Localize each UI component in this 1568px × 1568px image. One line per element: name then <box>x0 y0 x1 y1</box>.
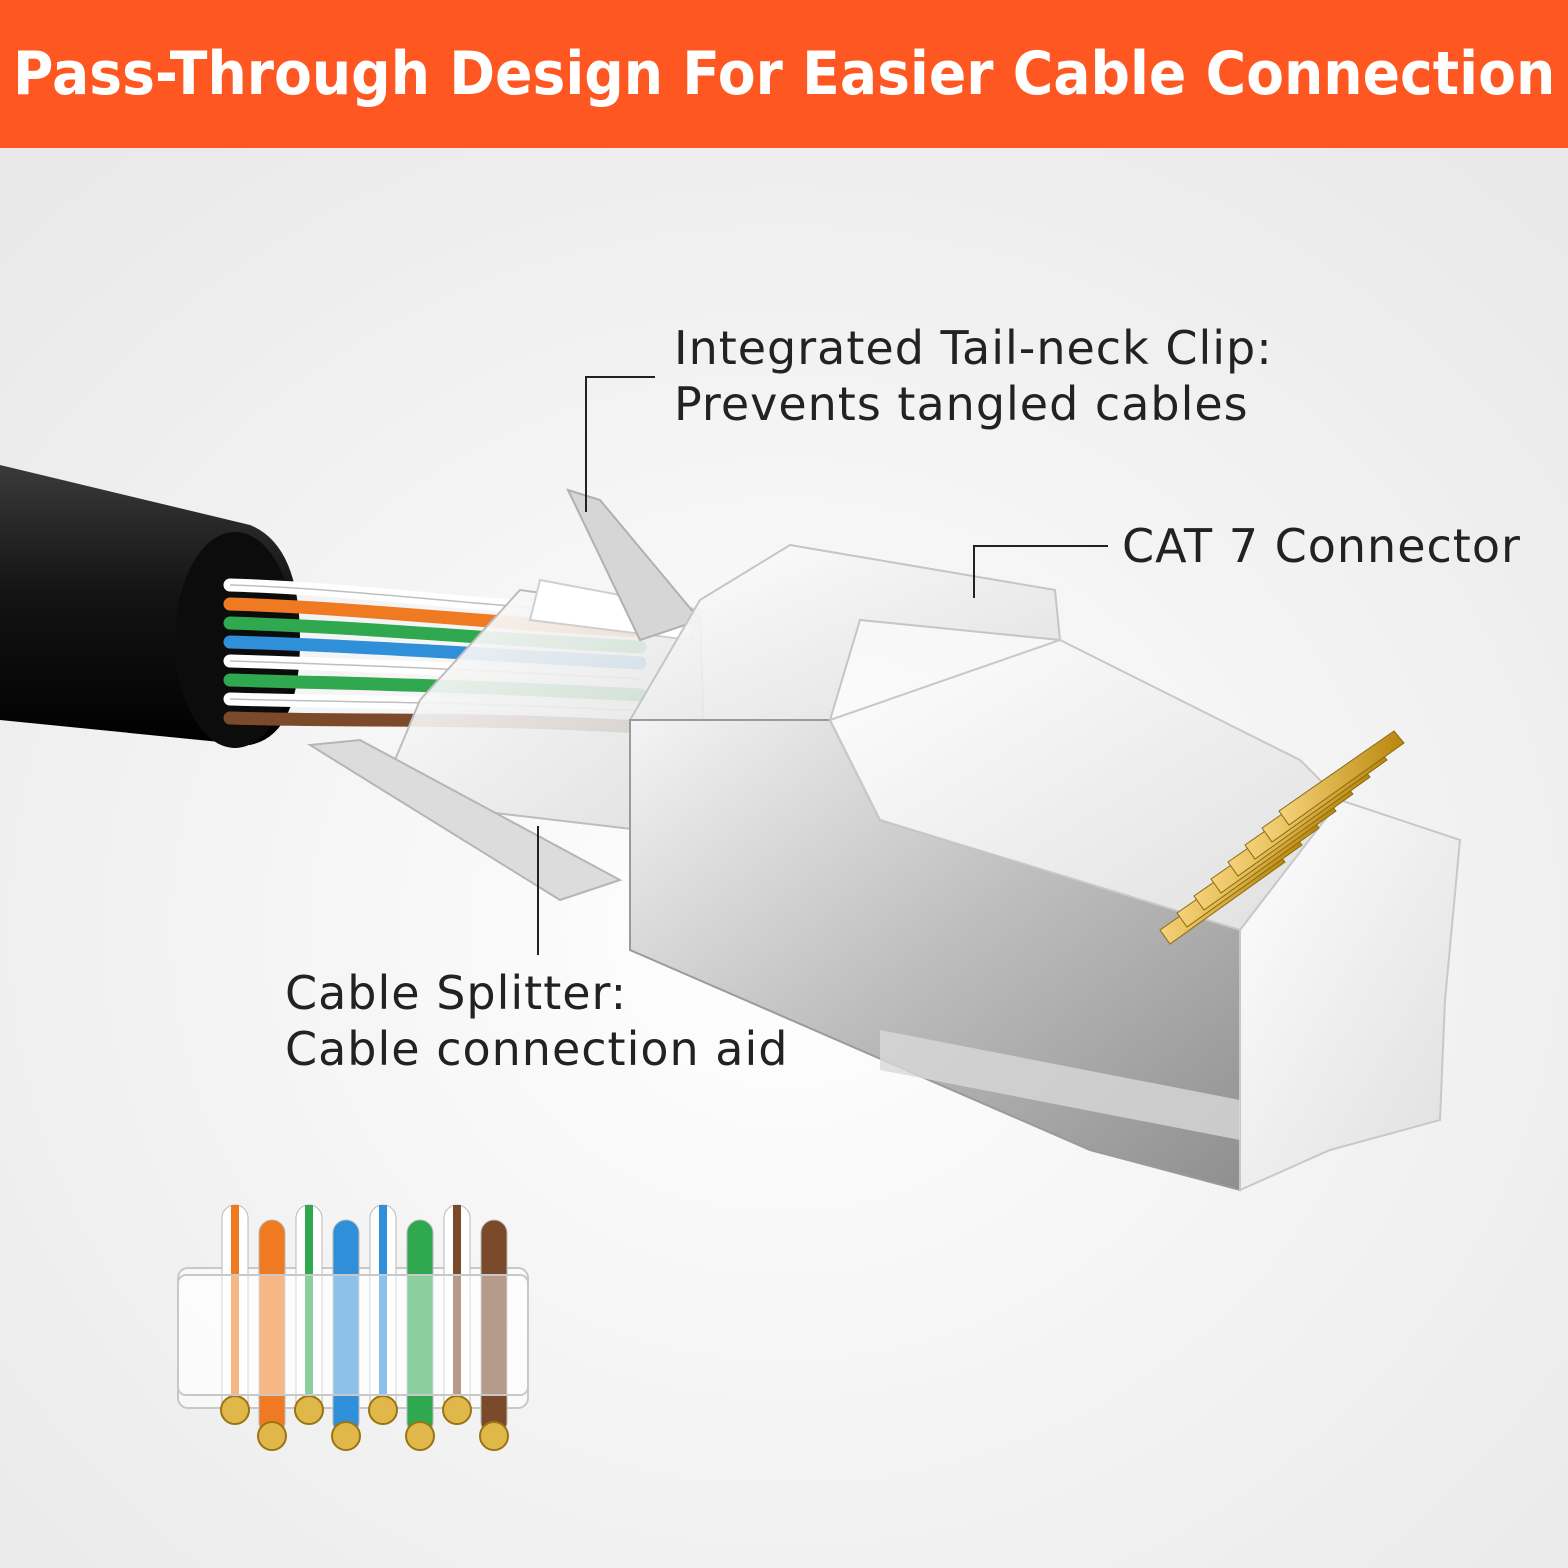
tail-neck-clip <box>306 488 702 902</box>
inset-gold-tip <box>294 1395 324 1425</box>
header-banner: Pass-Through Design For Easier Cable Con… <box>0 0 1568 148</box>
banner-title: Pass-Through Design For Easier Cable Con… <box>12 39 1556 109</box>
inset-gold-tip <box>368 1395 398 1425</box>
callout-tail-clip-title: Integrated Tail-neck Clip: <box>674 321 1273 375</box>
callout-lines <box>537 376 1108 955</box>
connector-leader-line <box>973 545 1108 598</box>
inset-gold-tip <box>257 1421 287 1451</box>
cat7-connector <box>628 543 1462 1192</box>
inset-gold-tip <box>442 1395 472 1425</box>
inset-wire-stripe <box>379 1205 387 1420</box>
inset-gold-tip <box>405 1421 435 1451</box>
callout-cable-splitter: Cable Splitter: Cable connection aid <box>285 965 788 1077</box>
inset-wire-stripe <box>231 1205 239 1420</box>
inset-gold-tip <box>331 1421 361 1451</box>
inset-gold-tip <box>220 1395 250 1425</box>
tail-clip-leader-line <box>585 376 655 512</box>
inset-splitter-illustration <box>177 1204 529 1451</box>
callout-tail-clip-desc: Prevents tangled cables <box>674 377 1249 431</box>
inset-clear-block <box>177 1274 529 1396</box>
inset-gold-tip <box>479 1421 509 1451</box>
callout-splitter-desc: Cable connection aid <box>285 1022 789 1076</box>
callout-splitter-title: Cable Splitter: <box>285 966 628 1020</box>
inset-wire-stripe <box>453 1205 461 1420</box>
callout-tail-neck-clip: Integrated Tail-neck Clip: Prevents tang… <box>674 320 1273 432</box>
gold-contact-pin <box>1278 730 1405 826</box>
inset-wire-stripe <box>305 1205 313 1420</box>
callout-connector-title: CAT 7 Connector <box>1122 519 1521 573</box>
callout-cat7-connector: CAT 7 Connector <box>1122 518 1521 574</box>
gold-contacts <box>1159 730 1405 945</box>
